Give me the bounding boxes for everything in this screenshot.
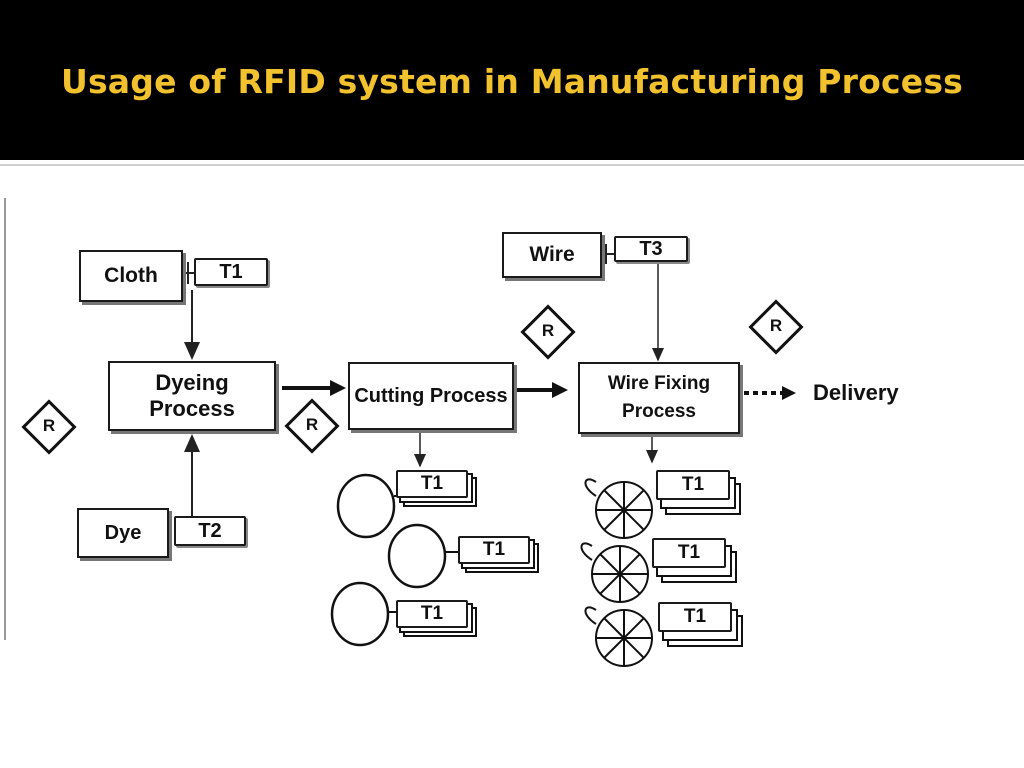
dye-rfid-tag: T2 [174,516,246,546]
reader-diamond-4 [748,299,804,355]
wired-piece-2 [580,542,649,603]
dyeing-process-box: Dyeing Process [108,361,276,431]
cut-piece-tag-1: T1 [396,470,468,498]
reader-diamond-3 [520,304,576,360]
reader-diamond-2 [284,398,340,454]
reader-diamond-1 [21,399,77,455]
cut-piece-1 [336,473,396,539]
cut-piece-tag-3: T1 [396,600,468,628]
wired-piece-3 [584,606,653,667]
wire-fixing-process-box: Wire Fixing Process [578,362,740,434]
reader-label-4: R [769,316,783,335]
reader-label-1: R [42,416,56,435]
wired-piece-tag-2: T1 [652,538,726,568]
cut-piece-tag-2: T1 [458,536,530,564]
cutting-to-wirefixing-arrow [552,382,568,398]
wirefixing-to-delivery-arrow [782,386,796,400]
reader-label-2: R [305,415,319,434]
wire-fixing-label-line1: Wire Fixing [607,373,711,394]
delivery-label: Delivery [813,380,899,405]
slide-title: Usage of RFID system in Manufacturing Pr… [60,62,964,101]
wired-piece-tag-3: T1 [658,602,732,632]
cut-piece-3 [330,581,390,647]
wire-rfid-tag: T3 [614,236,688,262]
reader-label-3: R [541,321,555,340]
cut-piece-2 [387,523,447,589]
dye-input-box: Dye [77,508,169,558]
title-bar [0,0,1024,160]
wired-piece-tag-1: T1 [656,470,730,500]
cloth-rfid-tag: T1 [194,258,268,286]
dyeing-to-cutting-arrow [330,380,346,396]
cutting-process-box: Cutting Process [348,362,514,430]
title-divider [0,164,1024,166]
wire-fixing-label-line2: Process [622,401,696,422]
cloth-input-box: Cloth [79,250,183,302]
wire-input-box: Wire [502,232,602,278]
wired-piece-1 [584,478,653,539]
